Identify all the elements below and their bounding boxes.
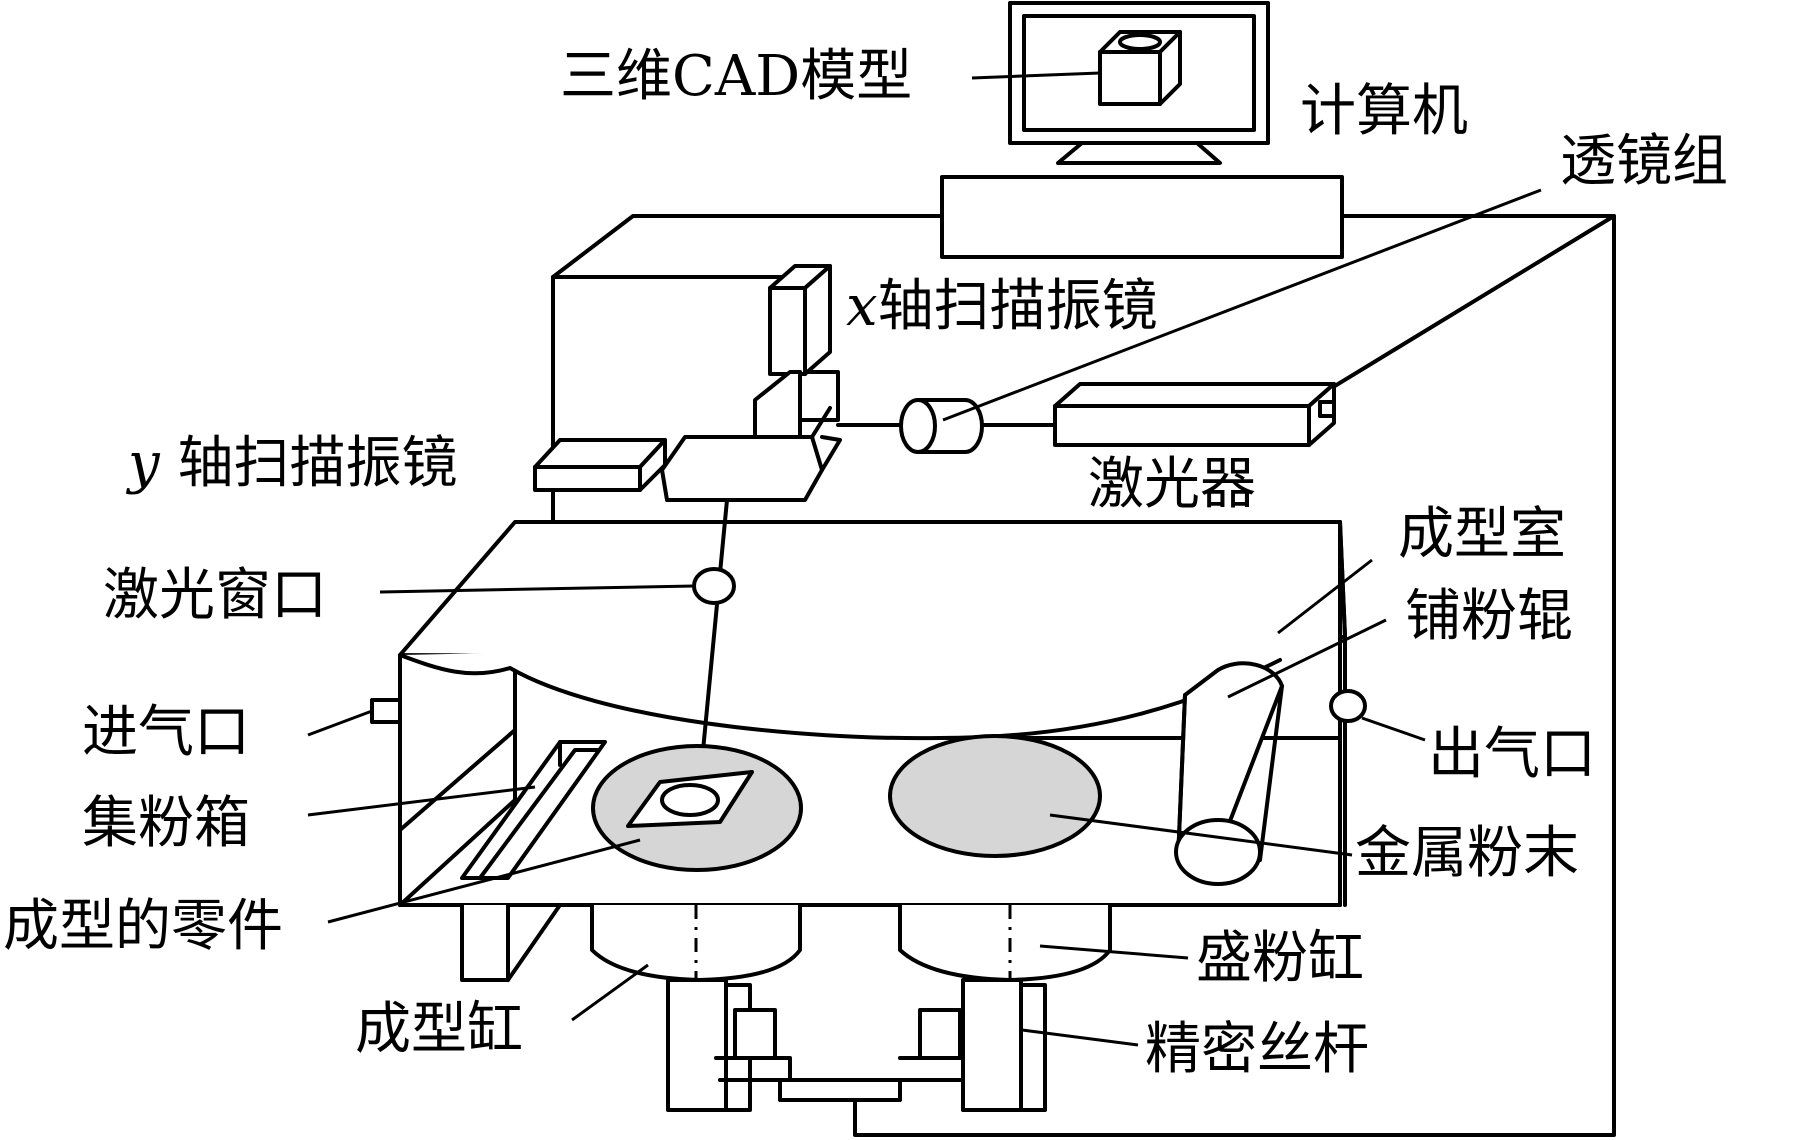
label-y-galvo-text: 轴扫描振镜 <box>160 431 458 496</box>
powder-roller <box>1174 661 1284 886</box>
laser-beam <box>698 498 729 784</box>
drive-carriage <box>714 1008 965 1102</box>
computer <box>940 1 1344 259</box>
gas-outlet <box>1329 689 1367 723</box>
label-x-galvo-text: 轴扫描振镜 <box>878 274 1158 339</box>
laser-window <box>692 567 736 605</box>
label-y-galvo-axis: y <box>125 431 161 496</box>
collector-leg <box>460 905 510 982</box>
build-cylinder <box>590 905 802 1112</box>
leader-lines <box>307 71 1542 1047</box>
label-build-cylinder: 成型缸 <box>355 997 523 1062</box>
metal-powder-bed <box>888 734 1102 858</box>
build-platform <box>591 744 803 872</box>
label-cad-model: 三维CAD模型 <box>560 44 912 109</box>
laser-control-wire <box>1318 214 1616 397</box>
label-y-galvo: y 轴扫描振镜 <box>125 431 457 496</box>
label-formed-part: 成型的零件 <box>3 894 283 959</box>
label-gas-outlet: 出气口 <box>1428 722 1596 787</box>
label-x-galvo: x轴扫描振镜 <box>846 274 1158 339</box>
label-computer: 计算机 <box>1300 79 1468 144</box>
powder-cylinder <box>898 905 1112 1112</box>
label-build-chamber: 成型室 <box>1398 502 1566 567</box>
x-galvo-mirror <box>753 264 840 457</box>
label-lens-group: 透镜组 <box>1560 129 1728 194</box>
lens-group <box>899 398 984 454</box>
y-galvo-mirror <box>533 406 842 502</box>
label-lead-screw: 精密丝杆 <box>1145 1017 1369 1082</box>
label-laser: 激光器 <box>1088 452 1256 517</box>
label-x-galvo-axis: x <box>846 274 878 339</box>
label-powder-cylinder: 盛粉缸 <box>1196 926 1364 991</box>
label-laser-window: 激光窗口 <box>103 563 327 628</box>
laser-unit <box>1053 382 1336 447</box>
monitor-stand <box>1056 141 1222 165</box>
label-gas-inlet: 进气口 <box>82 700 250 765</box>
gas-inlet <box>370 698 402 724</box>
computer-base <box>940 175 1344 259</box>
cad-cube-icon <box>1098 30 1182 106</box>
label-metal-powder: 金属粉末 <box>1355 821 1579 886</box>
label-powder-roller: 铺粉辊 <box>1405 584 1573 649</box>
label-powder-collector: 集粉箱 <box>82 791 250 856</box>
control-frame-line <box>551 214 1616 1137</box>
